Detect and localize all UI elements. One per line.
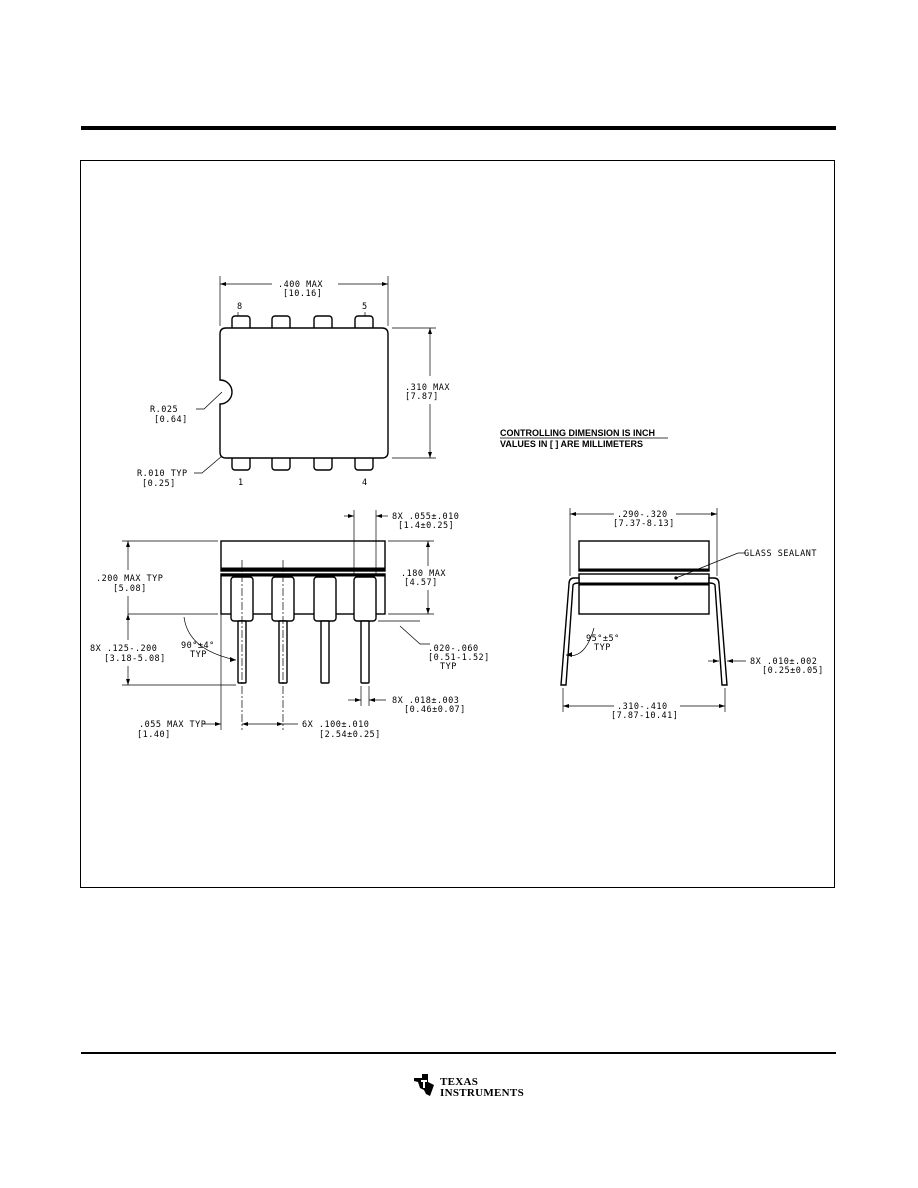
side-view: .290-.320 [7.37-8.13] GLASS SEALANT 95°±… <box>560 508 824 721</box>
shoulder-width-dim: 8X .055±.010 <box>392 512 459 522</box>
glass-sealant-label: GLASS SEALANT <box>744 549 817 559</box>
note-millimeters: VALUES IN [ ] ARE MILLIMETERS <box>500 439 643 449</box>
side-lead-thickness: 8X .010±.002 <box>750 657 817 667</box>
ti-state-icon <box>414 1074 434 1096</box>
pin-1-label: 1 <box>238 478 244 488</box>
top-view: .400 MAX [10.16] 8 5 .310 MAX [7.87] R.0… <box>137 276 450 489</box>
standoff-dim-mm: [0.51-1.52] <box>428 653 490 663</box>
drawing-frame <box>80 160 835 888</box>
ti-logo-line2: INSTRUMENTS <box>440 1087 524 1099</box>
height-dim-mm: [7.87] <box>405 392 439 402</box>
body-height-dim: .180 MAX <box>401 569 446 579</box>
body-height-dim-mm: [4.57] <box>404 578 438 588</box>
note-controlling-dimension: CONTROLLING DIMENSION IS INCH <box>500 428 655 438</box>
overall-height-dim: .200 MAX TYP <box>96 574 163 584</box>
side-lead-span-mm: [7.87-10.41] <box>611 711 678 721</box>
lead-length-dim-mm: [3.18-5.08] <box>104 654 166 664</box>
package-body-top <box>219 327 389 459</box>
footer-rule <box>81 1052 836 1054</box>
notch-radius: R.025 <box>150 405 178 415</box>
corner-radius: R.010 TYP <box>137 469 188 479</box>
side-body-width: .290-.320 <box>617 510 668 520</box>
end-offset-dim: .055 MAX TYP <box>139 720 206 730</box>
end-offset-dim-mm: [1.40] <box>137 730 171 740</box>
shoulder-width-dim-mm: [1.4±0.25] <box>398 521 454 531</box>
front-view: 8X .055±.010 [1.4±0.25] .200 MAX TYP [5.… <box>90 510 490 740</box>
lead-pins <box>237 620 370 684</box>
pin-8-label: 8 <box>237 302 243 312</box>
bend-angle-typ: TYP <box>190 650 207 660</box>
height-dim: .310 MAX <box>405 383 450 393</box>
width-dim: .400 MAX <box>278 280 323 290</box>
ti-logo-line1: TEXAS <box>440 1076 479 1088</box>
pin-5-label: 5 <box>362 302 368 312</box>
bottom-pins <box>231 455 374 471</box>
side-body-width-mm: [7.37-8.13] <box>613 519 675 529</box>
lead-width-dim: 8X .018±.003 <box>392 696 459 706</box>
side-lead-left <box>560 577 580 686</box>
bend-angle: 90°±4° <box>181 641 215 651</box>
pitch-dim-mm: [2.54±0.25] <box>319 730 381 740</box>
header-rule <box>81 126 836 130</box>
standoff-dim: .020-.060 <box>428 644 479 654</box>
dimension-notes: CONTROLLING DIMENSION IS INCH VALUES IN … <box>500 428 668 449</box>
side-lead-span: .310-.410 <box>617 702 668 712</box>
texas-instruments-logo: TEXAS INSTRUMENTS <box>412 1072 524 1102</box>
side-lead-right <box>708 577 728 686</box>
pitch-dim: 6X .100±.010 <box>302 720 369 730</box>
corner-radius-mm: [0.25] <box>142 479 176 489</box>
standoff-typ: TYP <box>440 662 457 672</box>
width-dim-mm: [10.16] <box>283 289 322 299</box>
notch-radius-mm: [0.64] <box>154 415 188 425</box>
side-lead-thickness-mm: [0.25±0.05] <box>762 666 824 676</box>
side-lead-angle: 95°±5° <box>586 634 620 644</box>
lead-width-dim-mm: [0.46±0.07] <box>404 705 466 715</box>
lead-length-dim: 8X .125-.200 <box>90 644 157 654</box>
overall-height-dim-mm: [5.08] <box>113 584 147 594</box>
side-lead-angle-typ: TYP <box>594 643 611 653</box>
pin-4-label: 4 <box>362 478 368 488</box>
